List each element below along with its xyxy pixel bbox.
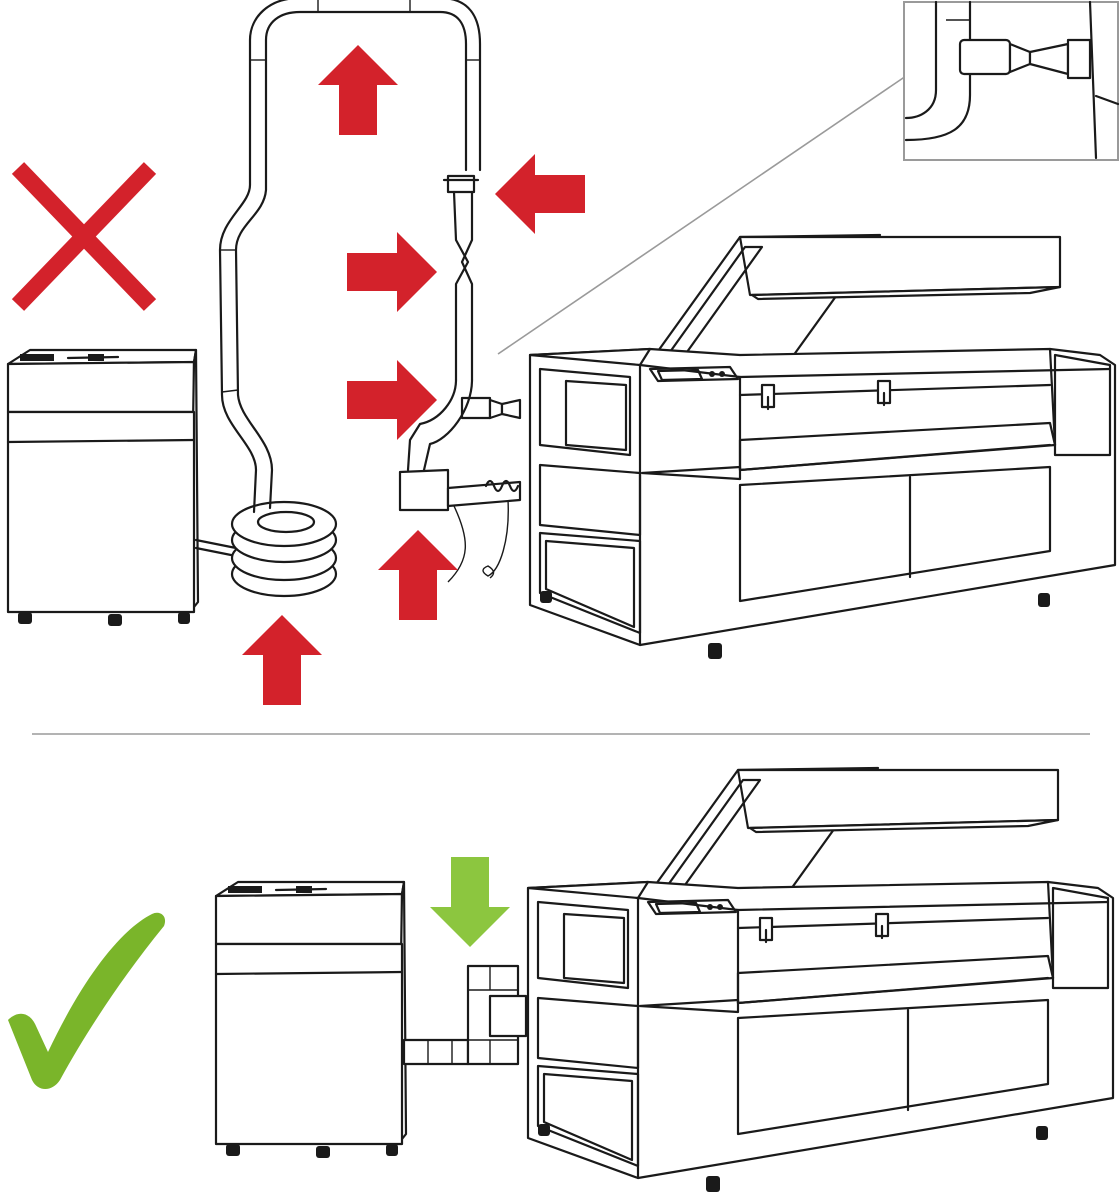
incorrect-setup-panel	[6, 0, 1120, 705]
cross-icon	[11, 162, 157, 311]
laser-cutter-machine	[528, 233, 1117, 661]
arrow-up-icon	[318, 45, 398, 135]
arrow-up-icon	[242, 615, 322, 705]
arrow-right-icon	[347, 232, 437, 312]
correct-setup-panel	[8, 766, 1115, 1194]
short-extraction-duct	[402, 964, 528, 1066]
adapter-detail-inset	[497, 0, 1120, 355]
arrow-up-icon	[378, 530, 458, 620]
extraction-hose-long	[194, 0, 522, 598]
arrow-right-icon	[347, 360, 437, 440]
fume-extractor-unit-correct	[214, 880, 408, 1160]
checkmark-icon	[8, 912, 166, 1089]
laser-cutter-machine-correct	[526, 766, 1115, 1194]
arrow-left-icon	[495, 154, 585, 234]
fume-extractor-unit	[6, 348, 200, 628]
arrow-down-icon	[430, 857, 510, 947]
